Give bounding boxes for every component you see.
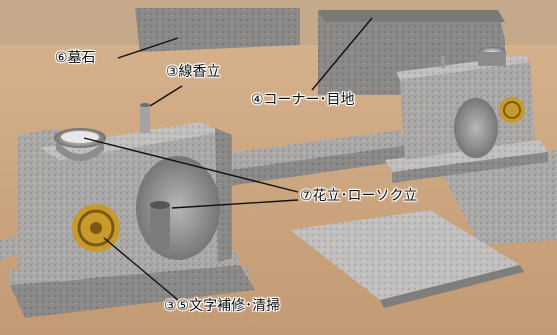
label-corner-joints: ④コーナー･目地 — [251, 92, 355, 108]
label-incense-holder: ③線香立 — [166, 64, 221, 80]
front-left-incense-stand — [10, 103, 255, 318]
leader-lettering — [103, 237, 179, 301]
back-kerb — [215, 130, 410, 172]
leader-flower-stand-cup — [83, 137, 299, 193]
right-incense-stand — [385, 47, 548, 183]
background-tombstone-left — [135, 8, 300, 52]
leader-tombstone — [117, 37, 179, 59]
label-tombstone: ⑥墓石 — [55, 50, 96, 66]
leader-incense-holder — [149, 85, 183, 107]
right-paving-slab — [440, 150, 557, 245]
middle-paving-slab — [290, 210, 520, 300]
leader-flower-stand-hole — [171, 199, 299, 209]
label-flower-candle-stand: ⑦花立･ローソク立 — [300, 188, 418, 204]
label-lettering-cleaning: ③⑤文字補修･清掃 — [164, 298, 281, 314]
incense-tube — [140, 105, 150, 133]
leader-corner-joints — [311, 17, 373, 91]
